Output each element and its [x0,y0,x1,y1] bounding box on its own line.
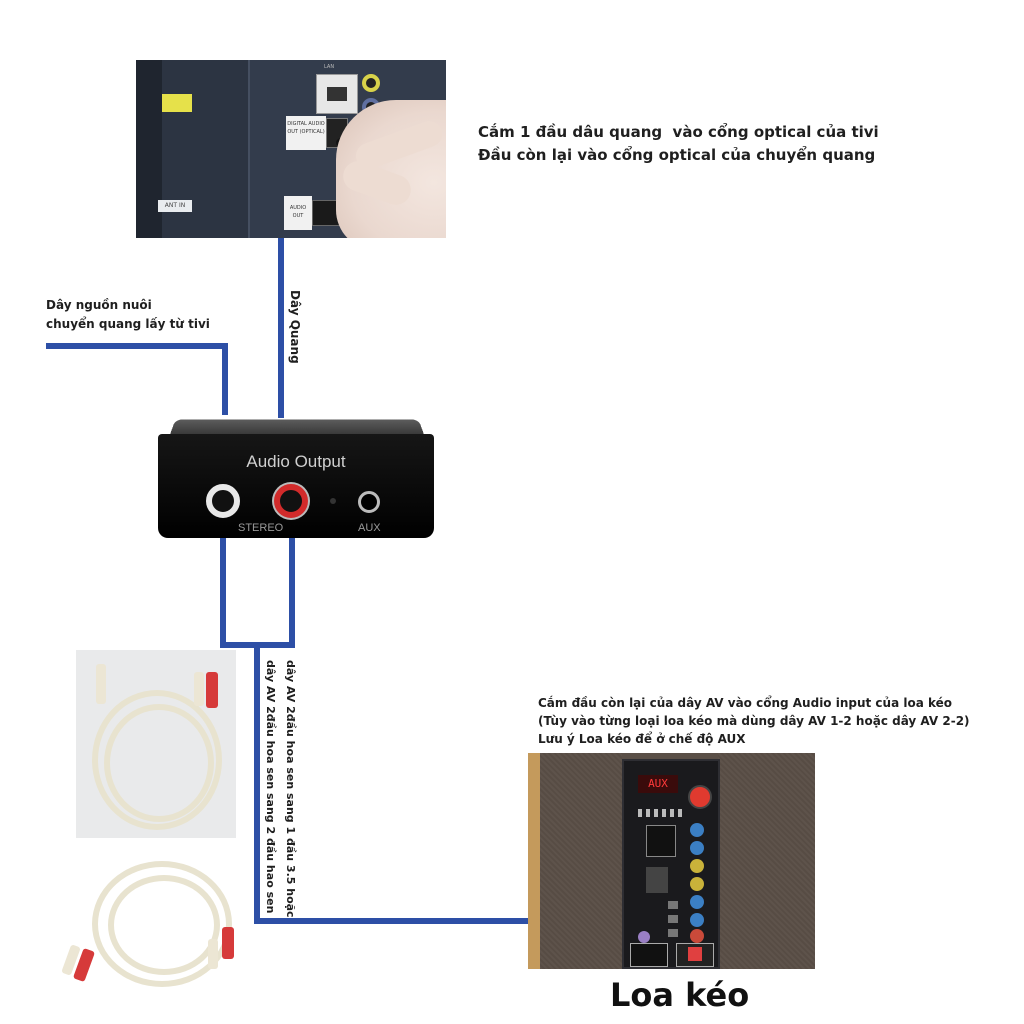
power-socket [630,943,668,967]
speaker-instruction-line3: Lưu ý Loa kéo để ở chế độ AUX [538,732,746,746]
av-cable-label-line2: dây AV 2đầu hoa sen sang 2 đầu hao sen [264,660,277,914]
av-wire-white [220,500,226,648]
stereo-white-jack [206,484,240,518]
tv-edge [136,60,162,238]
stereo-red-jack [274,484,308,518]
av-cable-rca-to-3.5-photo [76,650,236,838]
optical-converter: Audio Output STEREO AUX [156,418,436,540]
rca-white-plug [194,672,204,706]
3.5mm-plug [96,664,106,704]
speaker-display: AUX [638,775,678,793]
av-cable-label-line1: dây AV 2đầu hoa sen sang 1 đầu 3.5 hoặc [284,660,297,918]
button-row [638,809,684,817]
warning-sticker [162,94,192,112]
eq-knob [690,895,704,909]
mic-jacks [668,901,678,941]
optical-cable-label: Dây Quang [288,290,302,364]
optical-wire [278,238,284,418]
av-cable-rca-to-rca-photo [61,855,240,1005]
tv-back-panel-photo: ANT IN LAN DIGITAL AUDIO OUT (OPTICAL) A… [136,60,446,238]
cable-coil [108,875,220,975]
trolley-speaker-photo: AUX [528,753,815,969]
tv-instruction-line2: Đầu còn lại vào cổng optical của chuyển … [478,146,876,164]
av-cable-label: dây AV 2đầu hoa sen sang 1 đầu 3.5 hoặc … [260,660,300,918]
converter-title: Audio Output [246,452,346,471]
indicator-led [330,498,336,504]
aux-label: AUX [358,522,381,534]
power-switch-red [688,947,702,961]
av-wire-to-speaker [254,918,530,924]
optical-port-label: DIGITAL AUDIO OUT (OPTICAL) [286,116,326,150]
volume-knob [688,785,712,809]
power-note-line1: Dây nguồn nuôi [46,298,152,312]
audio-out-label: AUDIO OUT [284,196,312,230]
av-wire-down [254,642,260,924]
power-wire-horizontal [46,343,228,349]
eq-knob [690,859,704,873]
tv-instruction: Cắm 1 đầu dâu quang vào cổng optical của… [478,121,879,167]
eq-knob [690,877,704,891]
av-wire-red [289,500,295,648]
eq-knob [690,841,704,855]
usb-block [646,867,668,893]
power-note: Dây nguồn nuôi chuyển quang lấy từ tivi [46,296,210,334]
rca-white-plug [208,939,218,969]
speaker-grille-left [540,753,622,969]
rca-yellow-port [362,74,380,92]
speaker-grille-right [718,753,815,969]
cable-coil [104,704,214,822]
cable-coil [92,690,222,830]
rca-input-block [646,825,676,857]
lan-label: LAN [324,64,335,70]
power-note-line2: chuyển quang lấy từ tivi [46,317,210,331]
ant-in-label: ANT IN [158,200,192,212]
connector-port [638,931,650,943]
speaker-wood-edge [528,753,540,969]
eq-knob [690,913,704,927]
power-wire-vertical [222,343,228,415]
speaker-caption: Loa kéo [610,976,750,1014]
rca-red-plug [206,672,218,708]
speaker-instruction: Cắm đầu còn lại của dây AV vào cổng Audi… [538,694,970,748]
cable-coil [92,861,232,987]
speaker-control-panel: AUX [622,759,720,969]
stereo-label: STEREO [238,522,284,534]
speaker-instruction-line1: Cắm đầu còn lại của dây AV vào cổng Audi… [538,696,953,710]
tv-instruction-line1: Cắm 1 đầu dâu quang vào cổng optical của… [478,123,879,141]
converter-front: Audio Output STEREO AUX [158,434,434,538]
eq-knob [690,823,704,837]
speaker-instruction-line2: (Tùy vào từng loại loa kéo mà dùng dây A… [538,714,970,728]
rca-red-plug [222,927,234,959]
aux-jack [358,491,380,513]
lan-port [316,74,358,114]
eq-knob [690,929,704,943]
